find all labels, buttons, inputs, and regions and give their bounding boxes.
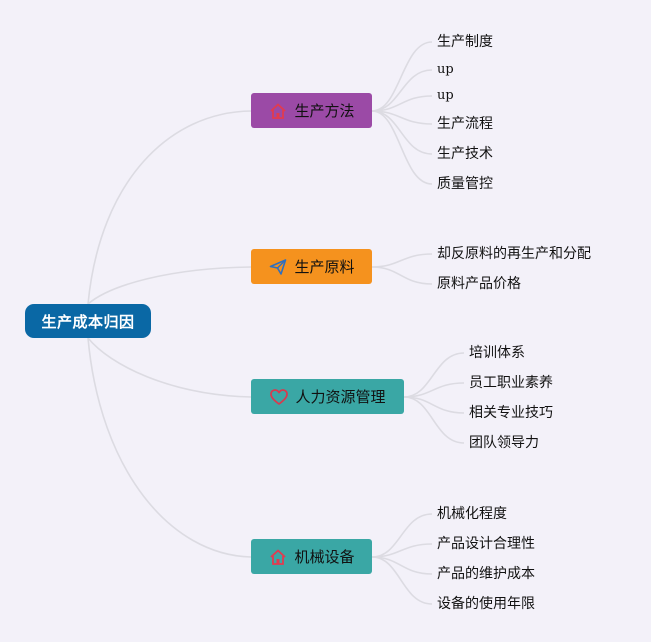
- leaf-node[interactable]: 设备的使用年限: [437, 596, 535, 612]
- branch-node-hr-management[interactable]: 人力资源管理: [251, 379, 404, 414]
- home-icon: [268, 101, 288, 121]
- paper-plane-icon: [268, 257, 288, 277]
- leaf-node[interactable]: 员工职业素养: [469, 375, 553, 391]
- connector-root-branch-1: [87, 110, 252, 305]
- leaf-node[interactable]: 原料产品价格: [437, 276, 521, 292]
- leaf-node[interactable]: up: [437, 62, 454, 77]
- leaf-node[interactable]: 产品设计合理性: [437, 536, 535, 552]
- connector-root-branch-2: [87, 266, 252, 305]
- leaf-node[interactable]: 产品的维护成本: [437, 566, 535, 582]
- leaf-node[interactable]: up: [437, 88, 454, 103]
- leaf-node[interactable]: 相关专业技巧: [469, 405, 553, 421]
- heart-icon: [269, 387, 289, 407]
- leaf-node[interactable]: 生产技术: [437, 146, 493, 162]
- branch-node-production-method[interactable]: 生产方法: [251, 93, 372, 128]
- home-icon: [268, 547, 288, 567]
- branch-node-raw-materials[interactable]: 生产原料: [251, 249, 372, 284]
- leaf-node[interactable]: 团队领导力: [469, 435, 539, 451]
- leaf-node[interactable]: 却反原料的再生产和分配: [437, 246, 591, 262]
- branch-label: 生产原料: [294, 258, 355, 276]
- leaf-node[interactable]: 质量管控: [437, 176, 493, 192]
- leaf-node[interactable]: 培训体系: [469, 345, 525, 361]
- leaf-node[interactable]: 机械化程度: [437, 506, 507, 522]
- branch-node-machinery[interactable]: 机械设备: [251, 539, 372, 574]
- leaf-node[interactable]: 生产流程: [437, 116, 493, 132]
- leaf-node[interactable]: 生产制度: [437, 34, 493, 50]
- root-node[interactable]: 生产成本归因: [25, 304, 151, 338]
- connector-root-branch-4: [87, 337, 252, 558]
- branch-label: 生产方法: [294, 102, 355, 120]
- connector-root-branch-3: [87, 337, 252, 398]
- root-label: 生产成本归因: [41, 312, 135, 331]
- branch-label: 人力资源管理: [295, 388, 386, 406]
- branch-label: 机械设备: [294, 548, 355, 566]
